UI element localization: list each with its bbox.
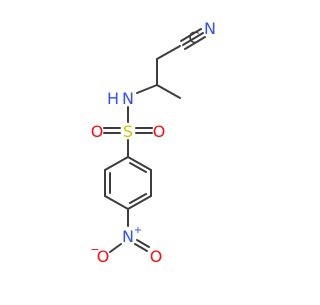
atom-nitro-o-left: O xyxy=(97,247,110,266)
bond-ch-methyl xyxy=(156,84,181,99)
atom-nitro-plus: + xyxy=(134,225,142,236)
atom-amine-h: H xyxy=(107,89,119,108)
structure-canvas: C N H N S O O N + O − O xyxy=(90,19,216,266)
bond-ch-nh xyxy=(136,84,158,94)
atom-amine-n: N xyxy=(122,89,134,108)
bond-ch2-cn xyxy=(156,45,181,60)
bond-layer xyxy=(103,28,206,253)
atom-sulfonyl-o-right: O xyxy=(153,122,166,141)
benzene-ring xyxy=(104,156,152,210)
atom-nitro-o-right: O xyxy=(150,247,163,266)
atom-sulfonyl-o-left: O xyxy=(91,122,104,141)
bond-s-o-right xyxy=(135,127,153,134)
atom-nitro-n: N xyxy=(122,227,134,246)
bond-nitro-o-right xyxy=(134,239,150,252)
bond-s-o-left xyxy=(103,127,121,134)
atom-nitrile-c: C xyxy=(188,28,199,47)
atom-label-layer: C N H N S O O N + O − O xyxy=(90,19,216,266)
molecule-structure: C N H N S O O N + O − O xyxy=(90,19,216,266)
bond-nitrile-triple xyxy=(180,28,206,50)
atom-nitro-o-minus: − xyxy=(90,243,99,256)
atom-nitrile-n: N xyxy=(204,19,216,38)
atom-sulfur: S xyxy=(123,122,133,141)
bond-nitro-o-left xyxy=(109,243,122,253)
